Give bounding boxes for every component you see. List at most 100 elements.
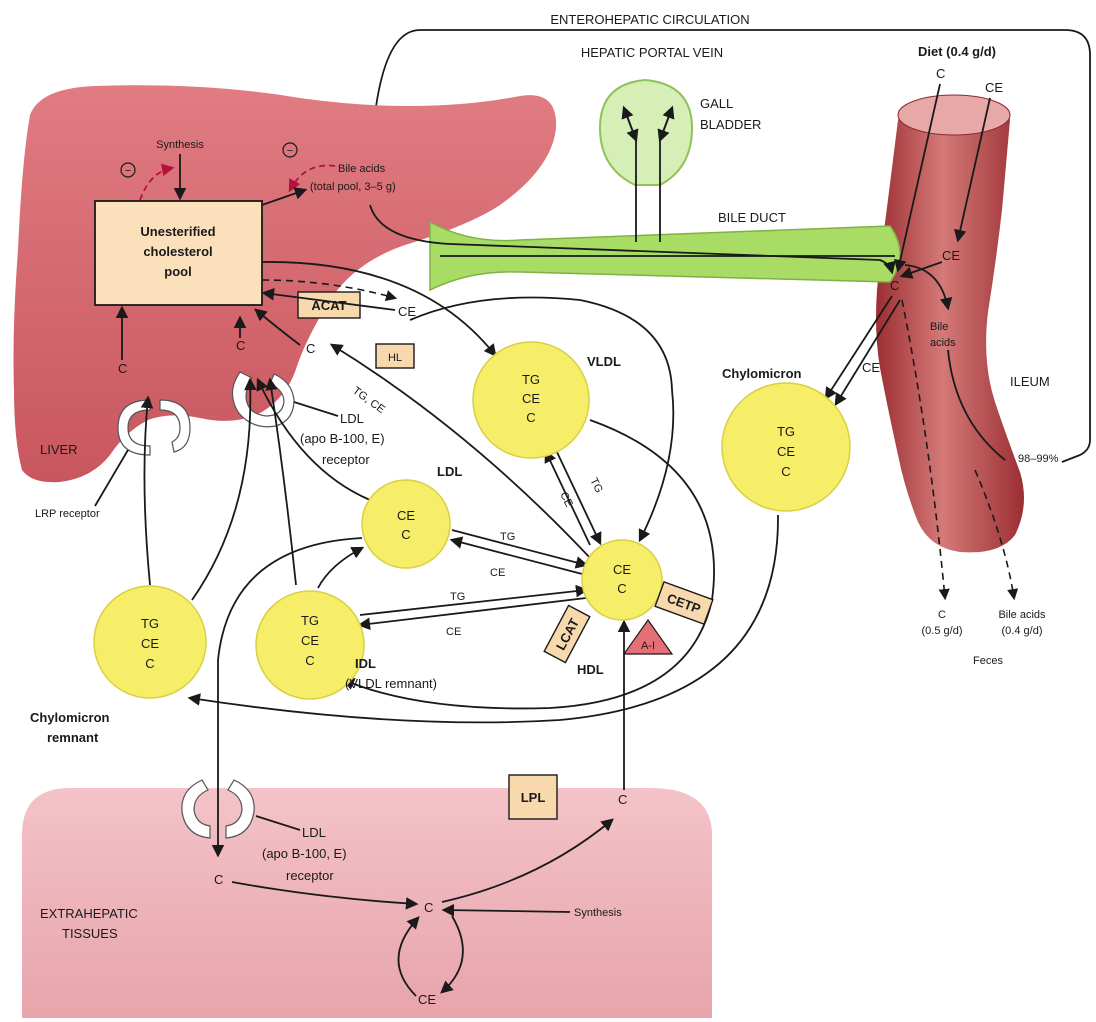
gall-bladder-arrows-2 [623, 107, 639, 143]
c-to-pool [254, 308, 301, 346]
diet-label: Diet (0.4 g/d) [918, 44, 996, 59]
ileum-bile-acids-1: Bile [930, 321, 948, 333]
ldl-name: LDL [437, 464, 462, 479]
inhibition-sign-2: − [287, 145, 293, 157]
extrahepatic-ce: CE [418, 992, 436, 1007]
apo-ai-triangle [622, 618, 674, 655]
feces-ba-1: Bile acids [998, 609, 1046, 621]
liver-to-vldl [261, 261, 497, 357]
lcat-enzyme: LCAT [543, 604, 591, 664]
hdl-particle: CE C [581, 539, 663, 621]
chylomicron-to-remnant [187, 514, 779, 724]
ileum-label: ILEUM [1010, 374, 1050, 389]
feces-c-1: C [938, 609, 946, 621]
gall-bladder-label-2: BLADDER [700, 117, 761, 132]
extrahepatic-c-1: C [214, 872, 223, 887]
bile-acids-to-feces [974, 469, 1019, 601]
c-1-to-c-2 [231, 881, 419, 910]
ldl-hdl-ce: CE [490, 567, 505, 579]
liver-ldl-receptor-label-1: LDL [340, 411, 364, 426]
ileum-opening [897, 94, 1011, 136]
ldl-to-liver [256, 377, 371, 501]
ldl-c: C [401, 527, 410, 542]
chylomicron-tg: TG [777, 424, 795, 439]
hdl-ce: CE [613, 562, 631, 577]
diet-c: C [936, 66, 945, 81]
inhibition-symbol-1 [120, 162, 136, 178]
gall-bladder-arrows-4 [657, 107, 673, 143]
bile-duct-vertical [635, 130, 661, 242]
liver-ce: CE [398, 304, 416, 319]
chylomicron-ce: CE [777, 444, 795, 459]
remnant-to-liver-ldlr [191, 377, 257, 601]
extrahepatic-ldl-receptor-label-1: LDL [302, 825, 326, 840]
idl-c: C [305, 653, 314, 668]
remnant-name-1: Chylomicron [30, 710, 110, 725]
chylomicron-c: C [781, 464, 790, 479]
hdl-c: C [617, 581, 626, 596]
inhibition-sign-1: − [125, 165, 131, 177]
ce-to-pool [261, 288, 396, 311]
liver-ldl-receptor-label-3: receptor [322, 452, 370, 467]
liver-label: LIVER [40, 442, 78, 457]
c-to-feces [901, 299, 950, 601]
extrahepatic-label-2: TISSUES [62, 926, 118, 941]
liver-ldl-receptor-pointer [293, 401, 339, 417]
remnant-ce: CE [141, 636, 159, 651]
feces-ba-2: (0.4 g/d) [1002, 625, 1043, 637]
cetp-enzyme: CETP [654, 580, 714, 626]
enterohepatic-loop [366, 29, 1091, 463]
vldl-particle: TG CE C [472, 341, 590, 459]
hdl-to-vldl [544, 449, 591, 546]
extrahepatic-ldl-receptor-2 [225, 779, 255, 839]
diet-ce: CE [985, 80, 1003, 95]
extrahepatic-ldl-receptor-label-2: (apo B-100, E) [262, 846, 347, 861]
bile-acids-label-2: (total pool, 3–5 g) [310, 181, 396, 193]
remnant-c: C [145, 656, 154, 671]
liver [13, 85, 557, 483]
idl-ce: CE [301, 633, 319, 648]
vldl-to-idl [341, 419, 715, 710]
vldl-name: VLDL [587, 354, 621, 369]
inhibition-arrow-2 [288, 164, 336, 193]
extrahepatic-c-3: C [618, 792, 627, 807]
hl-enzyme [375, 343, 415, 369]
c-to-chylomicron-2 [834, 299, 901, 407]
gall-bladder [598, 78, 694, 186]
ldl-ce: CE [397, 508, 415, 523]
idl-to-hdl [359, 584, 589, 616]
diet-c-arrow [894, 83, 941, 273]
hdl-to-ldl [449, 536, 587, 576]
vldl-hdl-tg: TG [587, 476, 604, 495]
hl-label: HL [388, 352, 402, 364]
liver-ldl-receptor-label-2: (apo B-100, E) [300, 431, 385, 446]
ldl-hdl-tg: TG [500, 531, 515, 543]
vldl-ce: CE [522, 391, 540, 406]
pool-to-bile-acids [261, 187, 308, 206]
c-to-chylomicron [824, 295, 893, 401]
remnant-tg: TG [141, 616, 159, 631]
idl-name-2: (VLDL remnant) [345, 676, 437, 691]
pool-to-ce-dashed [261, 279, 398, 302]
pool-label-2: cholesterol [143, 244, 212, 259]
lrp-receptor-2 [159, 399, 191, 453]
enterohepatic-label: ENTEROHEPATIC CIRCULATION [550, 12, 749, 27]
c-to-ce-cycle-2 [397, 916, 420, 997]
extrahepatic-tissue [22, 788, 712, 1018]
feces-label: Feces [973, 655, 1003, 667]
chylomicron-particle: TG CE C [721, 382, 851, 512]
ldl-to-hdl [451, 529, 589, 569]
extrahepatic-synthesis: Synthesis [574, 907, 622, 919]
synthesis-label: Synthesis [156, 139, 204, 151]
lpl-label: LPL [521, 790, 546, 805]
bile-acids-label-1: Bile acids [338, 163, 386, 175]
ldl-to-extrahepatic [211, 537, 363, 858]
idl-tg: TG [301, 613, 319, 628]
extrahepatic-ldl-receptor [181, 779, 211, 839]
lrp-receptor [117, 399, 151, 456]
synthesis-to-c [441, 903, 571, 917]
vldl-to-hdl-curve [638, 389, 675, 543]
chylomicron-remnant-particle: TG CE C [93, 585, 207, 699]
extrahepatic-label-1: EXTRAHEPATIC [40, 906, 138, 921]
